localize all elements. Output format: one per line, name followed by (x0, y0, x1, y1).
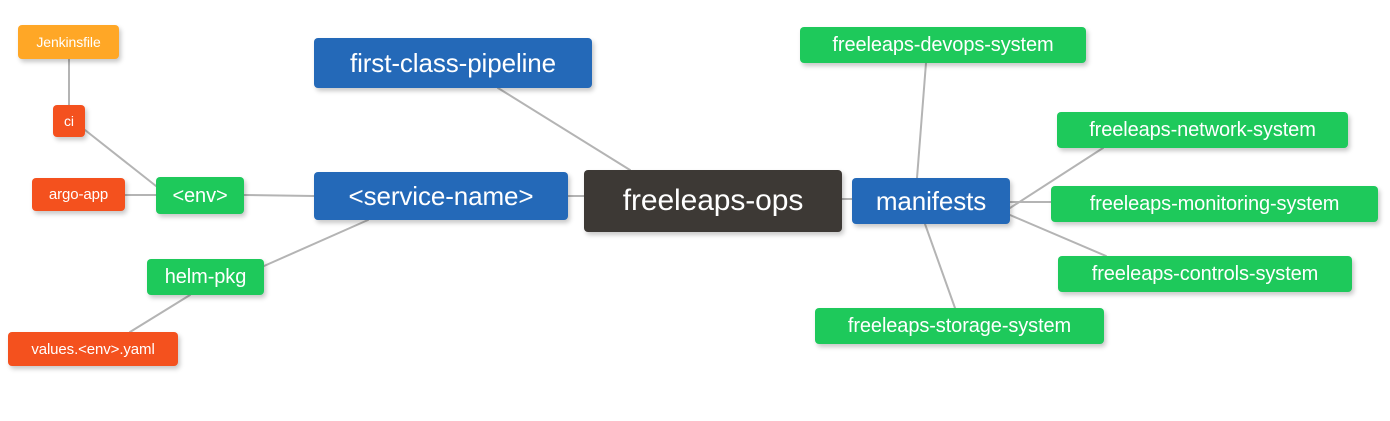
node-freeleaps-storage-system[interactable]: freeleaps-storage-system (815, 308, 1104, 344)
node-jenkinsfile[interactable]: Jenkinsfile (18, 25, 119, 59)
node-label-values-yaml: values.<env>.yaml (31, 340, 155, 358)
edge-env-to-service-name (243, 194, 315, 197)
node-argo-app[interactable]: argo-app (32, 178, 125, 211)
edge-manifests-to-freeleaps-storage-system (924, 223, 956, 309)
edge-helm-pkg-to-service-name (263, 219, 369, 267)
node-freeleaps-monitoring-system[interactable]: freeleaps-monitoring-system (1051, 186, 1378, 222)
node-freeleaps-network-system[interactable]: freeleaps-network-system (1057, 112, 1348, 148)
node-service-name[interactable]: <service-name> (314, 172, 568, 220)
node-label-freeleaps-controls-system: freeleaps-controls-system (1091, 263, 1319, 285)
node-manifests[interactable]: manifests (852, 178, 1010, 224)
node-label-jenkinsfile: Jenkinsfile (36, 34, 101, 50)
node-label-freeleaps-devops-system: freeleaps-devops-system (832, 34, 1054, 56)
node-env[interactable]: <env> (156, 177, 244, 214)
node-label-ci: ci (64, 113, 74, 129)
node-freeleaps-controls-system[interactable]: freeleaps-controls-system (1058, 256, 1352, 292)
node-label-argo-app: argo-app (48, 186, 109, 203)
node-label-helm-pkg: helm-pkg (164, 266, 247, 288)
node-label-freeleaps-ops: freeleaps-ops (622, 184, 804, 217)
node-label-service-name: <service-name> (348, 181, 534, 211)
node-first-class-pipeline[interactable]: first-class-pipeline (314, 38, 592, 88)
node-values-yaml[interactable]: values.<env>.yaml (8, 332, 178, 366)
edge-first-class-pipeline-to-freeleaps-ops (497, 87, 631, 171)
edge-values-yaml-to-helm-pkg (129, 294, 191, 333)
node-ci[interactable]: ci (53, 105, 85, 137)
node-helm-pkg[interactable]: helm-pkg (147, 259, 264, 295)
node-freeleaps-devops-system[interactable]: freeleaps-devops-system (800, 27, 1086, 63)
node-label-env: <env> (172, 184, 228, 207)
node-freeleaps-ops[interactable]: freeleaps-ops (584, 170, 842, 232)
node-label-first-class-pipeline: first-class-pipeline (349, 48, 557, 78)
node-label-freeleaps-network-system: freeleaps-network-system (1089, 119, 1316, 141)
node-label-manifests: manifests (875, 186, 987, 216)
edge-freeleaps-devops-system-to-manifests (916, 62, 927, 179)
node-label-freeleaps-monitoring-system: freeleaps-monitoring-system (1089, 193, 1340, 215)
node-label-freeleaps-storage-system: freeleaps-storage-system (847, 315, 1072, 337)
